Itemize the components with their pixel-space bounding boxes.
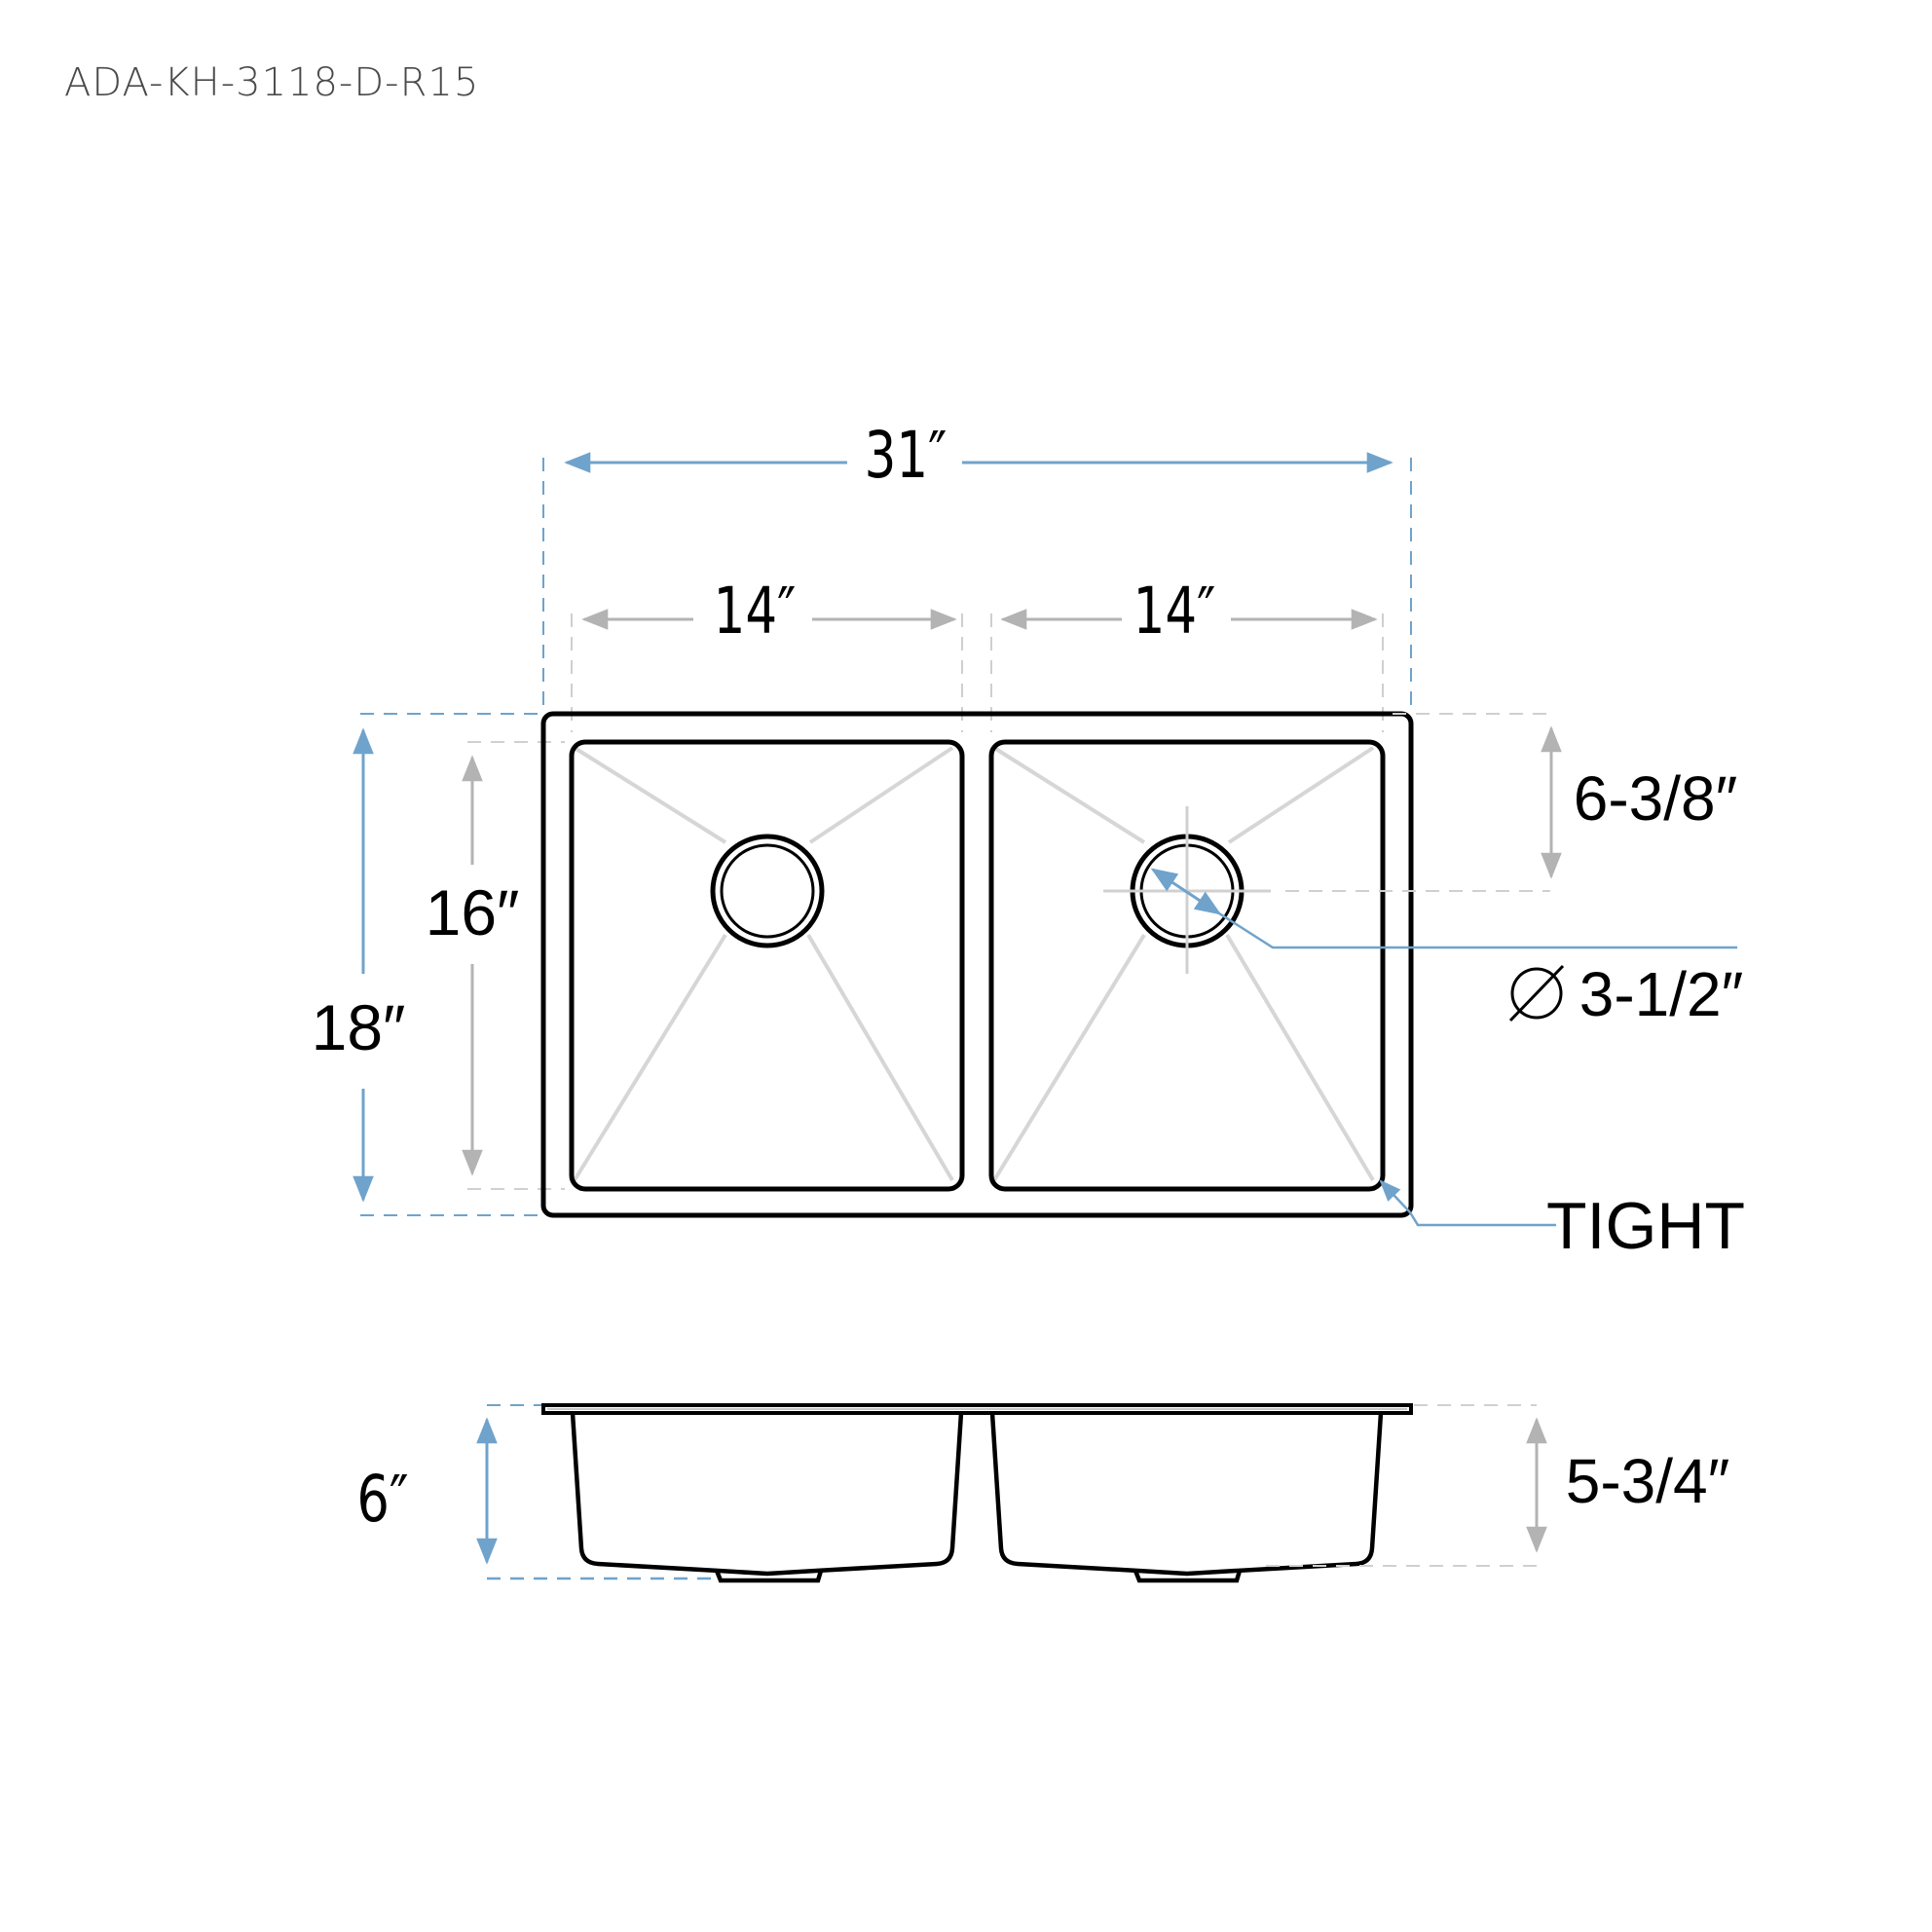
right-bowl-width-label: 14″: [1133, 574, 1216, 649]
left-drain-stub: [714, 1570, 824, 1583]
drain-diameter-arrow: [1150, 868, 1222, 915]
right-bowl-profile: [989, 1412, 1384, 1577]
top-view: 31″ 14″ 14″ 18″ 16″: [312, 418, 1745, 1263]
drain-inner-ring: [720, 843, 815, 939]
overall-height-label: 6″: [356, 1463, 408, 1537]
left-bowl: [569, 739, 965, 1192]
drain-diameter-label: 3-1/2″: [1579, 959, 1744, 1029]
corner-radius-leader: [1408, 1211, 1556, 1227]
drain-outer-ring: [710, 834, 825, 948]
sink-outer-rim: [540, 711, 1414, 1218]
drain-offset-label: 6-3/8″: [1574, 763, 1738, 834]
corner-radius-label: TIGHT: [1546, 1189, 1745, 1263]
bowl-depth-label: 16″: [426, 876, 520, 948]
overall-depth-label: 18″: [312, 991, 406, 1063]
bowl-height-label: 5-3/4″: [1566, 1446, 1730, 1516]
side-view: 6″ 5-3/4″: [356, 1403, 1730, 1583]
drain-diameter-leader: [1218, 911, 1737, 949]
overall-width-label: 31″: [865, 418, 947, 493]
right-bowl: [988, 739, 1386, 1192]
left-bowl-width-label: 14″: [714, 574, 797, 649]
model-number: ADA-KH-3118-D-R15: [64, 60, 480, 105]
corner-radius-arrow: [1379, 1179, 1411, 1213]
right-drain-stub: [1133, 1570, 1243, 1583]
diameter-icon: [1508, 964, 1565, 1022]
left-bowl-profile: [570, 1412, 964, 1577]
